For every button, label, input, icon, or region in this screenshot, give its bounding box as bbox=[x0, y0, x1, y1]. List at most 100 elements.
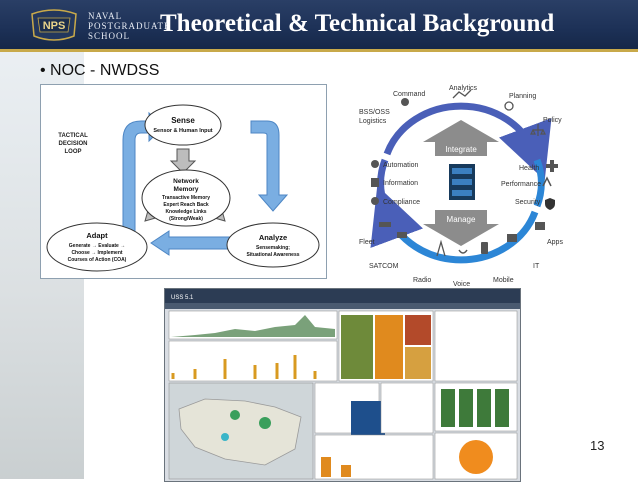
school-name: NAVAL POSTGRADUATE SCHOOL bbox=[88, 11, 171, 41]
memory-line-1: Transactive Memory bbox=[162, 195, 210, 201]
policy-icon bbox=[530, 124, 546, 136]
memory-title-1: Network bbox=[173, 178, 199, 185]
center-logo-bar-2 bbox=[452, 179, 472, 185]
mobile-icon bbox=[481, 242, 488, 254]
ring-diagram-svg: Integrate Manage Command Analytics Plann… bbox=[359, 85, 563, 288]
center-logo-bar-3 bbox=[452, 190, 472, 196]
school-line-3: SCHOOL bbox=[88, 31, 131, 41]
ring-label-radio: Radio bbox=[413, 277, 431, 284]
analyze-node bbox=[226, 222, 320, 268]
ring-label-security: Security bbox=[515, 199, 541, 206]
timeline-area-1 bbox=[171, 315, 335, 337]
page-number: 13 bbox=[590, 438, 605, 453]
center-logo-bar-1 bbox=[452, 168, 472, 174]
command-icon bbox=[401, 98, 409, 106]
ring-arc-top bbox=[383, 102, 552, 181]
network-management-ring-diagram: Integrate Manage Command Analytics Plann… bbox=[357, 84, 565, 289]
map-hotspot-1 bbox=[230, 410, 240, 420]
adapt-title: Adapt bbox=[86, 231, 108, 240]
analyze-line-2: Situational Awareness bbox=[246, 252, 299, 258]
ring-label-information: Information bbox=[383, 180, 418, 187]
ring-label-voice: Voice bbox=[453, 281, 470, 288]
ring-arc-right bbox=[533, 158, 545, 208]
school-line-1: NAVAL bbox=[88, 11, 123, 21]
timeline-bars bbox=[171, 355, 317, 379]
nps-seal-logo: NPS bbox=[31, 9, 77, 41]
memory-line-2: Expert Reach Back bbox=[163, 202, 209, 208]
ring-label-mobile: Mobile bbox=[493, 277, 514, 284]
treemap-block-small-2 bbox=[405, 347, 431, 379]
detail-list-panel bbox=[380, 382, 434, 434]
adapt-node bbox=[46, 222, 148, 272]
header-gold-rule bbox=[0, 49, 638, 52]
gauge-2 bbox=[459, 389, 473, 427]
sense-node bbox=[144, 104, 222, 146]
nwdss-dashboard-screenshot: USS 5.1 bbox=[164, 288, 521, 482]
dashboard-toolbar bbox=[165, 303, 520, 309]
health-icon bbox=[546, 160, 558, 172]
us-map-outline bbox=[178, 398, 302, 466]
ring-arc-left bbox=[377, 158, 389, 208]
slide-header: NPS NAVAL POSTGRADUATE SCHOOL Theoretica… bbox=[0, 0, 638, 52]
bottom-bar-1 bbox=[321, 457, 331, 477]
sense-subtitle: Sensor & Human Input bbox=[153, 128, 212, 134]
ring-label-compliance: Compliance bbox=[383, 199, 420, 206]
analyze-line-1: Sensemaking; bbox=[256, 245, 290, 251]
manage-label: Manage bbox=[447, 215, 476, 224]
memory-title-2: Memory bbox=[174, 186, 199, 193]
ring-label-bss: BSS/OSS bbox=[359, 109, 390, 116]
adapt-line-1: Generate → Evaluate → bbox=[69, 243, 125, 249]
satcom-icon bbox=[397, 232, 407, 238]
radio-icon bbox=[436, 239, 446, 257]
ring-label-command: Command bbox=[393, 91, 425, 98]
loop-diagram-svg: TACTICAL DECISION LOOP Sense Sensor & Hu… bbox=[46, 104, 320, 272]
dashboard-titlebar bbox=[165, 289, 520, 303]
adapt-line-2: Choose → Implement bbox=[71, 250, 122, 256]
information-icon bbox=[371, 178, 379, 187]
analytics-icon bbox=[452, 89, 472, 99]
voice-icon bbox=[458, 249, 468, 254]
ring-label-analytics: Analytics bbox=[449, 85, 478, 92]
treemap-block-small bbox=[405, 315, 431, 345]
memory-line-3: Knowledge Links bbox=[165, 209, 206, 215]
ring-label-health: Health bbox=[519, 165, 539, 172]
bullet-item: • NOC - NWDSS bbox=[40, 62, 160, 79]
network-memory-node bbox=[141, 169, 231, 227]
integrate-arrow bbox=[423, 120, 499, 156]
mid-timeline-panel bbox=[168, 340, 338, 382]
ring-label-planning: Planning bbox=[509, 93, 536, 100]
tactical-label-1: TACTICAL bbox=[58, 133, 88, 139]
ring-label-policy: Policy bbox=[543, 117, 562, 124]
treemap-block-orange bbox=[375, 315, 403, 379]
analyze-title: Analyze bbox=[259, 233, 287, 242]
ring-label-apps: Apps bbox=[547, 239, 563, 246]
map-hotspot-2 bbox=[259, 417, 271, 429]
ring-label-logistics: Logistics bbox=[359, 118, 387, 125]
gauge-1 bbox=[441, 389, 455, 427]
tactical-label-3: LOOP bbox=[64, 149, 81, 155]
school-line-2: POSTGRADUATE bbox=[88, 21, 171, 31]
planning-icon bbox=[504, 101, 514, 111]
bottom-chart-panel bbox=[314, 434, 434, 480]
ring-label-it: IT bbox=[533, 263, 540, 270]
tactical-label-2: DECISION bbox=[58, 141, 87, 147]
sense-title: Sense bbox=[171, 116, 195, 125]
ring-label-performance: Performance bbox=[501, 181, 541, 188]
arrow-down-right bbox=[250, 120, 289, 212]
map-hotspot-3 bbox=[221, 433, 229, 441]
performance-icon bbox=[542, 176, 552, 187]
treemap-block-green bbox=[341, 315, 373, 379]
bullet-text: NOC - NWDSS bbox=[50, 62, 160, 79]
bottom-bar-2 bbox=[341, 465, 351, 477]
arrow-sense-to-memory bbox=[169, 148, 197, 174]
arrow-left-bottom bbox=[150, 230, 238, 256]
gauge-4 bbox=[495, 389, 509, 427]
ring-label-fleet: Fleet bbox=[359, 239, 375, 246]
dashboard-window-title: USS 5.1 bbox=[171, 295, 194, 301]
memory-line-4: (Strong/Weak) bbox=[169, 216, 203, 222]
tactical-decision-loop-diagram: TACTICAL DECISION LOOP Sense Sensor & Hu… bbox=[40, 84, 327, 279]
gauge-3 bbox=[477, 389, 491, 427]
pie-chart bbox=[459, 440, 493, 474]
seal-text: NPS bbox=[43, 20, 66, 32]
it-icon bbox=[507, 234, 517, 242]
